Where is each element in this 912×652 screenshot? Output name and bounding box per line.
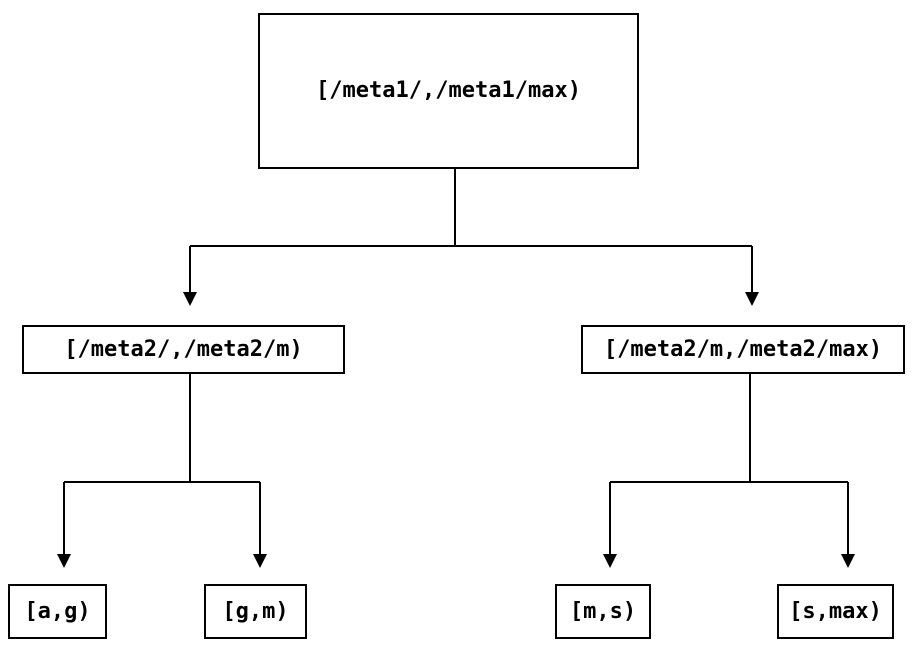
tree-leaf-smax: [s,max) [777, 584, 894, 639]
arrowhead-root-right [745, 292, 759, 306]
tree-node-left-label: [/meta2/,/meta2/m) [64, 336, 303, 362]
tree-leaf-ms-label: [m,s) [569, 598, 637, 624]
edge-right-to-children [603, 373, 855, 568]
tree-leaf-gm-label: [g,m) [222, 598, 289, 624]
arrowhead-left-gm [253, 554, 267, 568]
arrowhead-right-smax [841, 554, 855, 568]
edge-left-to-children [57, 373, 267, 568]
arrowhead-left-ag [57, 554, 71, 568]
tree-leaf-ag-label: [a,g) [24, 598, 91, 624]
tree-node-right-label: [/meta2/m,/meta2/max) [603, 336, 883, 362]
arrowhead-root-left [183, 292, 197, 306]
tree-node-left: [/meta2/,/meta2/m) [22, 325, 345, 374]
tree-node-right: [/meta2/m,/meta2/max) [581, 325, 905, 374]
tree-leaf-smax-label: [s,max) [789, 598, 882, 624]
edge-root-to-children [183, 168, 759, 306]
tree-leaf-gm: [g,m) [204, 584, 307, 639]
arrowhead-right-ms [603, 554, 617, 568]
tree-node-root-label: [/meta1/,/meta1/max) [316, 78, 581, 103]
tree-leaf-ag: [a,g) [8, 584, 107, 639]
tree-node-root: [/meta1/,/meta1/max) [258, 13, 639, 169]
tree-leaf-ms: [m,s) [555, 584, 651, 639]
